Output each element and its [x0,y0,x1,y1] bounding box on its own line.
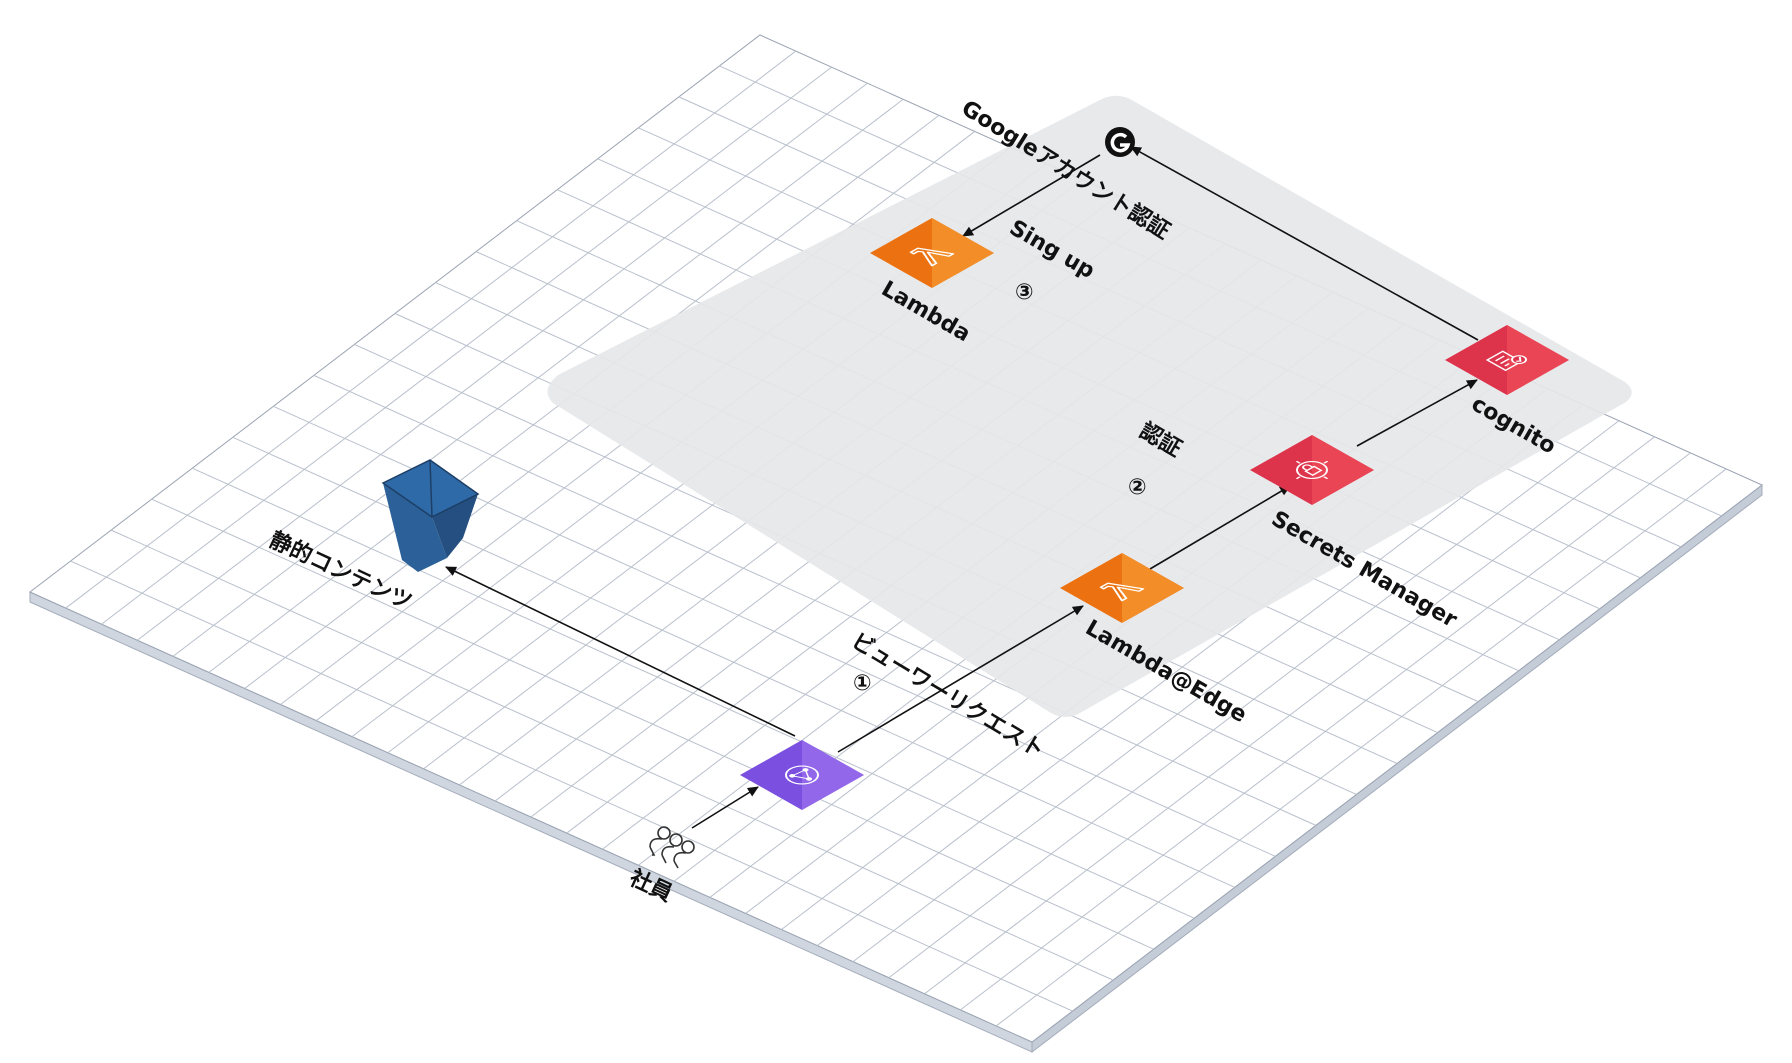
step-3: ③ [1015,280,1034,305]
employee-node[interactable] [649,826,695,869]
s3-bucket-icon [381,459,480,572]
aws-zone [547,95,1632,717]
edge-google-lambda [962,154,1101,237]
google-icon [1105,127,1135,157]
lambda-edge-node[interactable] [1060,553,1184,623]
edges [445,146,1479,829]
edge-cloudfront-static [445,566,796,737]
grid-line [313,374,1317,826]
cloudfront-node[interactable] [740,740,864,810]
users-icon [649,826,695,869]
edge-cognito-google [1130,146,1479,341]
lambda-node[interactable] [870,218,994,288]
edge-secrets-cognito [1356,379,1478,447]
edge-lambda-edge-secrets [1149,485,1291,570]
lambda-tile-highlight [932,218,994,288]
grid-line [192,467,1195,919]
cloudfront-icon [785,765,819,785]
secrets-manager-icon [1295,460,1329,480]
cognito-icon [1485,350,1528,372]
secrets-tile-highlight [1312,435,1374,505]
static-contents-node[interactable] [381,459,480,572]
grid-line [151,498,1154,950]
cloudfront-tile-highlight [802,740,864,810]
google-node[interactable] [1105,127,1135,157]
lambda-icon [909,247,955,267]
secrets-manager-node[interactable] [1250,435,1374,505]
grid-line [110,529,1114,981]
lambda-edge-tile-highlight [1122,553,1184,623]
step-1: ① [853,671,872,696]
cognito-node[interactable] [1445,325,1569,395]
step-2: ② [1128,475,1147,500]
edge-employee-cloudfront [691,786,759,829]
cognito-tile-highlight [1507,325,1569,395]
lambda-icon [1099,582,1145,602]
edge-cloudfront-lambda-edge [837,605,1084,753]
grid-line [70,560,1073,1012]
